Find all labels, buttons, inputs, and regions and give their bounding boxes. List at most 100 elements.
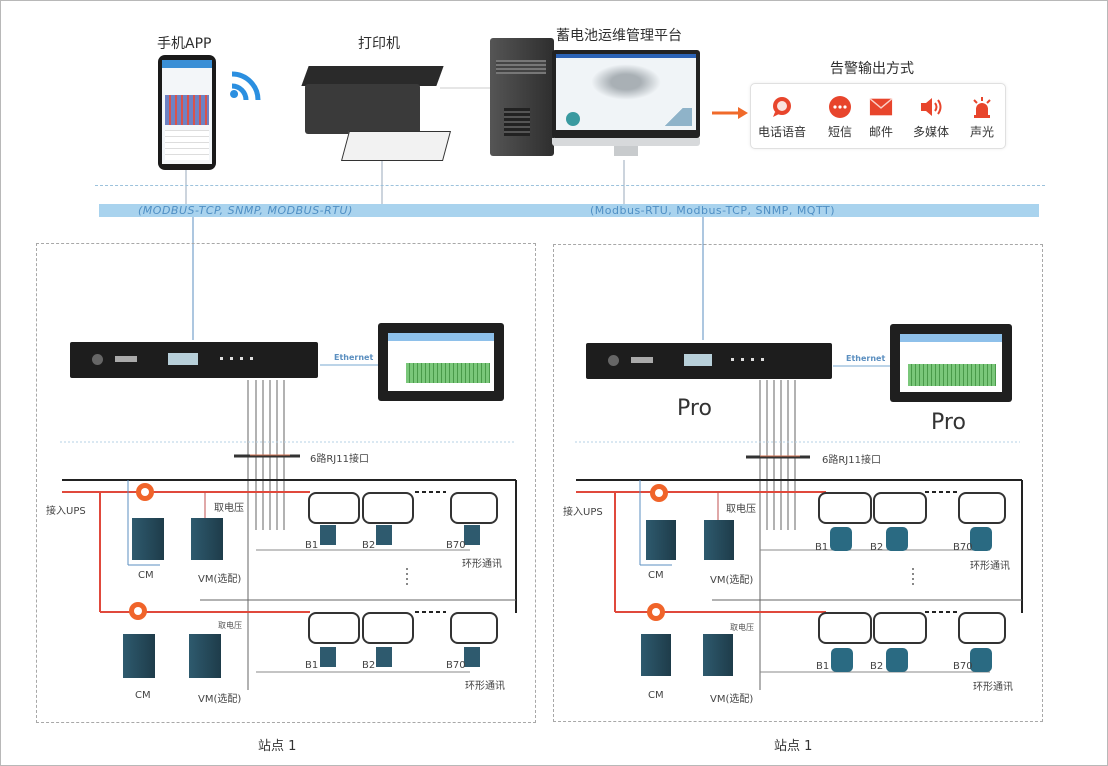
battery-monitor-host-right <box>586 343 832 379</box>
cm-module-lower-left <box>123 634 155 678</box>
protocol-label-left: (MODBUS-TCP, SNMP, MODBUS-RTU) <box>138 204 353 217</box>
touch-display-right <box>890 324 1012 402</box>
ups-label-right: 接入UPS <box>563 507 603 518</box>
site-left-wiring <box>60 364 517 690</box>
battery-label-b1: B1 <box>815 542 829 553</box>
battery-sensor-b2 <box>376 647 392 667</box>
battery-label-b2: B2 <box>362 540 376 551</box>
ct-sensor-icon <box>650 484 668 506</box>
battery-sensor-b2 <box>376 525 392 545</box>
battery-sensor-b70 <box>970 648 992 672</box>
vm-module-upper-right <box>704 520 734 560</box>
battery-cell-b70 <box>958 612 1006 644</box>
site-name-right: 站点 1 <box>774 739 813 754</box>
battery-monitor-host-left <box>70 342 318 378</box>
battery-cell-b2 <box>362 612 414 644</box>
battery-sensor-b2 <box>886 527 908 551</box>
battery-label-b1: B1 <box>816 661 830 672</box>
alarm-method-sound-light: 声光 <box>954 95 1010 140</box>
pro-label-host: Pro <box>677 396 712 421</box>
protocol-label-right: (Modbus-RTU, Modbus-TCP, SNMP, MQTT) <box>590 204 835 217</box>
cm-module-upper-right <box>646 520 676 560</box>
monitor-image <box>552 50 702 160</box>
ct-sensor-icon <box>647 603 665 625</box>
rj11-label-right: 6路RJ11接口 <box>822 455 881 466</box>
vm-module-lower-left <box>189 634 221 678</box>
battery-label-b70: B70 <box>446 660 466 671</box>
ct-sensor-icon <box>136 483 154 505</box>
battery-cell-b1 <box>818 612 872 644</box>
alarm-arrow-head <box>738 107 748 119</box>
network-separator-line <box>95 185 1045 186</box>
server-tower-image <box>490 38 554 156</box>
battery-sensor-b70 <box>464 647 480 667</box>
ct-sensor-icon <box>129 602 147 624</box>
battery-cell-b70 <box>958 492 1006 524</box>
alarm-method-sms: 短信 <box>812 95 868 140</box>
battery-cell-b1 <box>818 492 872 524</box>
voltage-label: 取电压 <box>218 621 242 630</box>
site-box-left <box>36 243 536 723</box>
touch-display-left <box>378 323 504 401</box>
ring-comm-label: 环形通讯 <box>465 681 505 692</box>
battery-cell-b2 <box>873 492 927 524</box>
battery-sensor-b2 <box>886 648 908 672</box>
battery-sensor-b1 <box>320 525 336 545</box>
wifi-icon <box>228 68 264 104</box>
vm-module-lower-right <box>703 634 733 676</box>
printer-label: 打印机 <box>358 36 400 52</box>
speaker-icon <box>919 95 943 119</box>
battery-cell-b2 <box>362 492 414 524</box>
cm-label: CM <box>648 570 664 581</box>
alarm-method-multimedia: 多媒体 <box>903 95 959 140</box>
alarm-method-email: 邮件 <box>853 95 909 140</box>
battery-sensor-b1 <box>830 527 852 551</box>
rj11-label-left: 6路RJ11接口 <box>310 454 369 465</box>
vm-label: VM(选配) <box>710 575 754 586</box>
alarm-methods-box <box>750 83 1006 149</box>
site-right-wiring <box>575 365 1023 690</box>
cm-label: CM <box>138 570 154 581</box>
battery-label-b2: B2 <box>870 542 884 553</box>
ring-comm-label: 环形通讯 <box>973 682 1013 693</box>
printer-image <box>300 56 452 166</box>
vm-module-upper-left <box>191 518 223 560</box>
alarm-method-phone-voice: 电话语音 <box>754 95 810 140</box>
cm-label: CM <box>648 690 664 701</box>
battery-label-b70: B70 <box>953 542 973 553</box>
battery-label-b70: B70 <box>953 661 973 672</box>
vm-label: VM(选配) <box>198 574 242 585</box>
battery-sensor-b1 <box>320 647 336 667</box>
vm-label: VM(选配) <box>710 694 754 705</box>
battery-sensor-b1 <box>831 648 853 672</box>
ethernet-label-left: Ethernet <box>334 353 374 362</box>
battery-label-b2: B2 <box>870 661 884 672</box>
platform-label: 蓄电池运维管理平台 <box>556 28 682 44</box>
cm-module-lower-right <box>641 634 671 676</box>
cm-label: CM <box>135 690 151 701</box>
battery-cell-b1 <box>308 492 360 524</box>
alarm-output-title: 告警输出方式 <box>830 61 914 77</box>
ring-comm-label: 环形通讯 <box>462 559 502 570</box>
site-box-right <box>553 244 1043 722</box>
ring-comm-label: 环形通讯 <box>970 561 1010 572</box>
protocol-bus <box>99 204 1039 217</box>
battery-label-b1: B1 <box>305 660 319 671</box>
phone-voice-icon <box>770 95 794 119</box>
phone-app-label: 手机APP <box>157 36 212 52</box>
ups-label-left: 接入UPS <box>46 506 86 517</box>
vm-label: VM(选配) <box>198 694 242 705</box>
battery-sensor-b70 <box>970 527 992 551</box>
battery-sensor-b70 <box>464 525 480 545</box>
battery-cell-b70 <box>450 492 498 524</box>
alarm-light-icon <box>970 95 994 119</box>
battery-label-b1: B1 <box>305 540 319 551</box>
voltage-label: 取电压 <box>726 504 756 515</box>
ethernet-label-right: Ethernet <box>846 354 886 363</box>
sms-icon <box>828 95 852 119</box>
battery-label-b2: B2 <box>362 660 376 671</box>
battery-cell-b2 <box>873 612 927 644</box>
pro-label-display: Pro <box>931 410 966 435</box>
email-icon <box>869 95 893 119</box>
